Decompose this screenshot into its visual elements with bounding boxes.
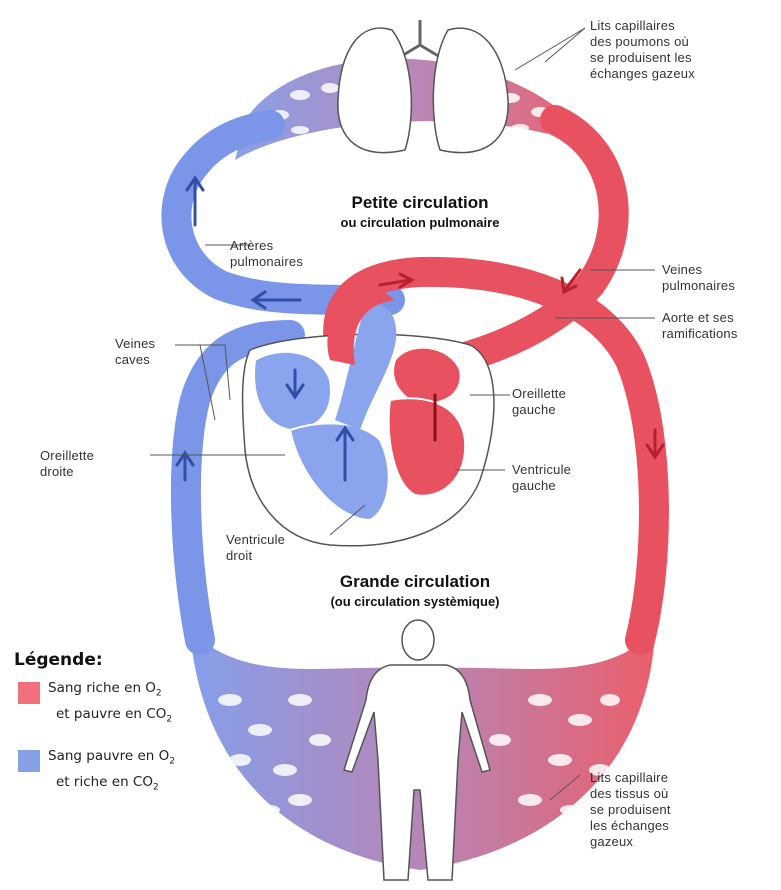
label-pulmonary-arteries: Artères pulmonaires: [230, 238, 303, 270]
lung-capillary-bed: [235, 59, 590, 160]
label-left-ventricle: Ventricule gauche: [512, 462, 571, 494]
label-lung-capillaries: Lits capillaires des poumons où se produ…: [590, 18, 695, 82]
legend-rich-l1: Sang riche en O: [48, 680, 156, 696]
legend-poor-l1: Sang pauvre en O: [48, 748, 169, 764]
label-tissue-capillaries: Lits capillaire des tissus où se produis…: [590, 770, 671, 850]
systemic-circulation-title: Grande circulation (ou circulation systè…: [290, 572, 540, 609]
label-aorta: Aorte et ses ramifications: [662, 310, 738, 342]
left-atrium-shape: [393, 348, 461, 403]
legend-poor-l2-sub: 2: [153, 782, 159, 792]
label-right-ventricle: Ventricule droit: [226, 532, 285, 564]
legend-poor-l2: et riche en CO: [56, 774, 153, 790]
label-right-atrium: Oreillette droite: [40, 448, 94, 480]
legend: Légende: Sang riche en O2 et pauvre en C…: [14, 650, 234, 806]
pulmonary-circulation-title: Petite circulation ou circulation pulmon…: [300, 193, 540, 230]
systemic-title-sub: (ou circulation systèmique): [290, 594, 540, 609]
legend-poor-l1-sub: 2: [169, 757, 175, 767]
label-left-atrium: Oreillette gauche: [512, 386, 566, 418]
pulmonary-title-sub: ou circulation pulmonaire: [300, 215, 540, 230]
label-pulmonary-veins: Veines pulmonaires: [662, 262, 735, 294]
legend-swatch-red: [18, 682, 40, 704]
pulmonary-title-main: Petite circulation: [300, 193, 540, 213]
legend-rich-l2: et pauvre en CO: [56, 706, 166, 722]
legend-rich-l1-sub: 2: [156, 689, 162, 699]
label-vena-cava: Veines caves: [115, 336, 155, 368]
legend-swatch-blue: [18, 750, 40, 772]
legend-title: Légende:: [14, 650, 234, 670]
legend-text-oxygen-rich: Sang riche en O2 et pauvre en CO2: [48, 678, 172, 729]
legend-row-oxygen-rich: Sang riche en O2 et pauvre en CO2: [14, 678, 234, 738]
legend-row-oxygen-poor: Sang pauvre en O2 et riche en CO2: [14, 746, 234, 806]
legend-text-oxygen-poor: Sang pauvre en O2 et riche en CO2: [48, 746, 175, 797]
systemic-title-main: Grande circulation: [290, 572, 540, 592]
legend-rich-l2-sub: 2: [166, 714, 172, 724]
